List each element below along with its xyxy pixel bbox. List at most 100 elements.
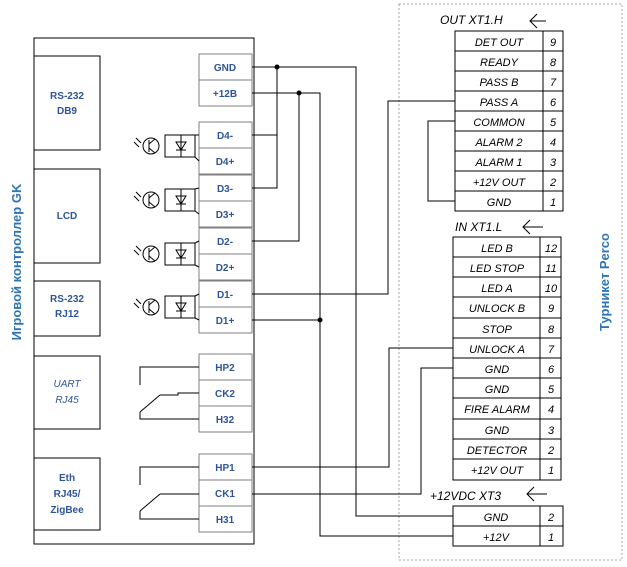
wire-d1-pass-a	[252, 100, 455, 295]
module-rs232-db9: RS-232 DB9	[33, 55, 101, 151]
xt1l-pin: 8	[548, 324, 555, 336]
xt1l-label: LED STOP	[470, 263, 525, 275]
terminal-d4-minus: D4-	[217, 131, 233, 142]
module-rs232-rj12: RS-232 RJ12	[33, 280, 101, 337]
relay-contact-2	[139, 466, 199, 520]
terminal-gnd: GND	[214, 63, 236, 74]
xt1l-label: STOP	[482, 324, 512, 336]
xt1h-label: GND	[487, 197, 512, 209]
terminal-d1-minus: D1-	[217, 290, 233, 301]
xt1l-pin: 5	[548, 384, 555, 396]
module-label: RS-232	[50, 91, 84, 102]
relay-contact-1	[139, 366, 199, 420]
xt3-label: GND	[484, 512, 509, 524]
xt3-label: +12V	[483, 532, 511, 544]
terminal-d4-plus: D4+	[216, 157, 235, 168]
xt1h-label: COMMON	[473, 117, 524, 129]
xt1l-table: LED B 12 LED STOP 11 LED A 10 UNLOCK B 9…	[452, 236, 562, 481]
xt1h-label: DET OUT	[475, 37, 525, 49]
power-terminal-block: GND +12B	[198, 53, 253, 107]
xt1h-label: READY	[480, 57, 519, 69]
terminal-h32: H32	[216, 415, 235, 426]
wire-hp1-unlock-a	[252, 347, 453, 468]
xt1l-label: UNLOCK B	[469, 303, 525, 315]
module-label: UART	[53, 379, 81, 390]
relay2-terminal-block: HP1 CK1 H31	[198, 453, 253, 533]
terminal-d3-plus: D3+	[216, 210, 235, 221]
module-label: RS-232	[50, 294, 84, 305]
xt1l-label: +12V OUT	[471, 465, 525, 477]
xt1l-pin: 12	[545, 243, 557, 255]
xt3-table: GND 2 +12V 1	[452, 505, 564, 547]
wire-ck1-gnd	[252, 367, 453, 495]
xt3-pin: 2	[547, 512, 554, 524]
xt1l-pin: 6	[548, 364, 555, 376]
module-label: DB9	[57, 106, 77, 117]
xt1h-pin: 3	[550, 157, 557, 169]
module-label: Eth	[59, 473, 75, 484]
turnstile-title: Турникет Perco	[597, 233, 612, 331]
xt1l-pin: 3	[548, 425, 555, 437]
xt1h-pin: 2	[549, 177, 556, 189]
module-label: RJ12	[55, 309, 79, 320]
xt1h-label: +12V OUT	[473, 177, 527, 189]
wire-12v	[252, 90, 453, 537]
xt1l-label: GND	[485, 384, 510, 396]
terminal-12v: +12B	[213, 89, 237, 100]
terminal-d3-minus: D3-	[217, 184, 233, 195]
xt1h-pin: 7	[550, 77, 557, 89]
io-terminal-block: D4- D4+ D3- D3+ D2- D2+ D1- D1+	[198, 121, 253, 334]
terminal-hp2: HP2	[215, 363, 235, 374]
xt1h-pin: 8	[550, 57, 557, 69]
xt1l-pin: 4	[548, 404, 554, 416]
xt1h-pin: 9	[550, 37, 556, 49]
xt1l-label: GND	[485, 364, 510, 376]
xt1l-header: IN XT1.L	[455, 220, 502, 234]
xt1l-label: UNLOCK A	[469, 344, 525, 356]
xt1l-label: LED A	[481, 283, 512, 295]
xt1l-pin: 11	[545, 263, 556, 275]
xt3-pin: 1	[548, 532, 554, 544]
xt1l-label: FIRE ALARM	[464, 404, 530, 416]
xt1l-label: GND	[485, 425, 510, 437]
turnstile-frame	[398, 3, 623, 561]
module-label: RJ45/	[54, 489, 81, 500]
terminal-d2-minus: D2-	[217, 237, 233, 248]
xt1h-label: PASS A	[480, 97, 519, 109]
optocoupler-d1	[133, 293, 200, 321]
terminal-h31: H31	[216, 515, 235, 526]
module-eth-zigbee: Eth RJ45/ ZigBee	[33, 457, 101, 531]
xt1h-label: ALARM 1	[474, 157, 522, 169]
xt1h-pin: 5	[550, 117, 557, 129]
terminal-d2-plus: D2+	[216, 263, 235, 274]
module-label: LCD	[57, 211, 78, 222]
xt1h-pin: 1	[550, 197, 556, 209]
xt1h-label: PASS B	[480, 77, 519, 89]
module-label: ZigBee	[50, 505, 84, 516]
xt3-header: +12VDC XT3	[430, 489, 501, 503]
controller-title: Игровой контроллер GK	[9, 183, 24, 340]
xt1l-pin: 7	[548, 344, 555, 356]
optocoupler-d2	[133, 240, 200, 268]
terminal-ck1: CK1	[215, 489, 235, 500]
module-label: RJ45	[55, 395, 79, 406]
xt1l-pin: 1	[548, 465, 554, 477]
relay1-terminal-block: HP2 CK2 H32	[198, 353, 253, 433]
xt1h-header: OUT XT1.H	[440, 13, 503, 27]
terminal-hp1: HP1	[215, 463, 235, 474]
xt1l-label: DETECTOR	[467, 445, 527, 457]
module-lcd: LCD	[33, 168, 101, 264]
wire-common-gnd	[427, 120, 455, 202]
xt1h-pin: 6	[550, 97, 557, 109]
xt1l-pin: 10	[545, 283, 558, 295]
wire-d1-plus	[252, 317, 323, 323]
terminal-d1-plus: D1+	[216, 316, 235, 327]
xt1h-pin: 4	[550, 137, 556, 149]
module-uart-rj45: UART RJ45	[33, 355, 101, 430]
xt1h-label: ALARM 2	[474, 137, 522, 149]
xt1l-pin: 9	[548, 303, 554, 315]
xt1l-label: LED B	[481, 243, 513, 255]
optocoupler-d3	[133, 187, 200, 215]
wire-gnd	[252, 64, 453, 517]
terminal-ck2: CK2	[215, 389, 235, 400]
